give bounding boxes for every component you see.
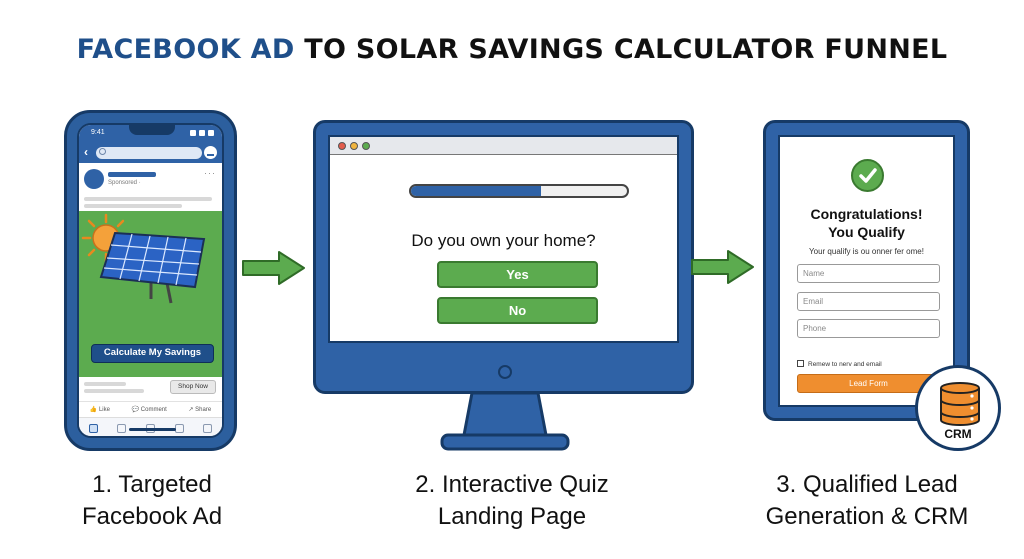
step-3-label: 3. Qualified Lead Generation & CRM <box>738 469 996 533</box>
name-field[interactable]: Name <box>797 264 940 283</box>
remember-checkbox-row[interactable]: Remew to nerv and email <box>797 360 882 368</box>
step-3-line2: Generation & CRM <box>765 503 969 530</box>
page-name-placeholder <box>108 172 156 177</box>
friends-tab-icon[interactable] <box>117 424 127 433</box>
step-3-line1: 3. Qualified Lead <box>776 471 958 498</box>
title-highlight: FACEBOOK AD <box>76 34 295 65</box>
home-indicator <box>129 428 176 431</box>
email-field[interactable]: Email <box>797 292 940 311</box>
sponsored-label: Sponsored · <box>108 180 141 186</box>
remember-checkbox[interactable] <box>797 360 804 367</box>
database-icon <box>940 382 980 426</box>
phone-notch <box>129 125 175 135</box>
yes-button[interactable]: Yes <box>437 261 598 288</box>
crm-label: CRM <box>944 427 972 441</box>
monitor-stand <box>440 391 570 451</box>
home-tab-icon[interactable] <box>88 424 98 433</box>
post-text-line <box>84 204 182 208</box>
remember-label: Remew to nerv and email <box>808 361 882 368</box>
step-1-line1: 1. Targeted <box>92 471 212 498</box>
ad-footer-text-line <box>84 389 144 393</box>
post-actions: 👍 Like 💬 Comment ↗ Share <box>79 401 222 415</box>
quiz-progress-fill <box>411 186 541 196</box>
phone-screen: 9:41 ‹ Sponsored · ··· <box>77 123 224 438</box>
title-rest: TO SOLAR SAVINGS CALCULATOR FUNNEL <box>294 34 948 65</box>
maximize-window-icon[interactable] <box>362 142 370 150</box>
minimize-window-icon[interactable] <box>350 142 358 150</box>
like-label: Like <box>98 407 110 413</box>
arrow-right-icon <box>242 251 305 285</box>
success-heading-line1: Congratulations! <box>810 206 923 222</box>
avatar[interactable] <box>84 169 104 189</box>
no-button[interactable]: No <box>437 297 598 324</box>
status-time: 9:41 <box>91 129 105 136</box>
share-button[interactable]: ↗ Share <box>188 407 212 413</box>
wifi-icon <box>199 130 205 136</box>
ad-footer: Shop Now <box>79 377 222 397</box>
arrow-right-icon <box>691 250 754 284</box>
desktop-monitor: Do you own your home? Yes No <box>313 120 694 394</box>
step-2-label: 2. Interactive Quiz Landing Page <box>372 469 652 533</box>
post-header: Sponsored · ··· <box>79 163 222 205</box>
shop-now-button[interactable]: Shop Now <box>170 380 216 394</box>
ad-footer-text-line <box>84 382 126 386</box>
signal-icon <box>190 130 196 136</box>
battery-icon <box>208 130 214 136</box>
bottom-navigation <box>79 417 222 436</box>
search-input[interactable] <box>96 147 202 159</box>
step-1-line2: Facebook Ad <box>81 503 223 530</box>
success-subtext: Your qualify is ou onner fer ome! <box>809 247 924 256</box>
lead-form-screen: Congratulations! You Qualify Your qualif… <box>778 135 955 407</box>
post-text-line <box>84 197 212 201</box>
browser-toolbar <box>330 137 677 155</box>
close-window-icon[interactable] <box>338 142 346 150</box>
step-2-line2: Landing Page <box>437 503 587 530</box>
messenger-icon[interactable] <box>204 146 217 159</box>
solar-panel-illustration <box>81 213 206 304</box>
success-heading: Congratulations! You Qualify <box>780 205 953 241</box>
share-label: Share <box>195 407 212 413</box>
step-1-label: 1. Targeted Facebook Ad <box>38 469 266 533</box>
back-arrow-icon[interactable]: ‹ <box>84 145 88 159</box>
solar-panel-icon <box>99 231 206 304</box>
ad-image[interactable]: Calculate My Savings <box>79 211 222 377</box>
landing-page-screen: Do you own your home? Yes No <box>328 135 679 343</box>
phone-device: 9:41 ‹ Sponsored · ··· <box>64 110 237 451</box>
success-heading-line2: You Qualify <box>828 224 905 240</box>
checkmark-icon <box>851 159 884 192</box>
status-icons <box>190 130 214 136</box>
comment-label: Comment <box>140 407 167 413</box>
step-2-line1: 2. Interactive Quiz <box>415 471 609 498</box>
phone-field[interactable]: Phone <box>797 319 940 338</box>
more-options-icon[interactable]: ··· <box>204 168 216 178</box>
quiz-progress-bar <box>409 184 629 198</box>
power-button-icon <box>498 365 512 379</box>
quiz-question: Do you own your home? <box>411 231 596 250</box>
calculate-savings-button[interactable]: Calculate My Savings <box>91 344 214 363</box>
facebook-top-bar: ‹ <box>79 143 222 163</box>
like-button[interactable]: 👍 Like <box>89 407 110 413</box>
crm-badge: CRM <box>915 365 1001 451</box>
page-title: FACEBOOK AD TO SOLAR SAVINGS CALCULATOR … <box>0 34 1024 65</box>
menu-tab-icon[interactable] <box>203 424 213 433</box>
monitor-chin <box>316 355 691 394</box>
comment-button[interactable]: 💬 Comment <box>131 407 167 413</box>
search-icon <box>99 148 106 155</box>
